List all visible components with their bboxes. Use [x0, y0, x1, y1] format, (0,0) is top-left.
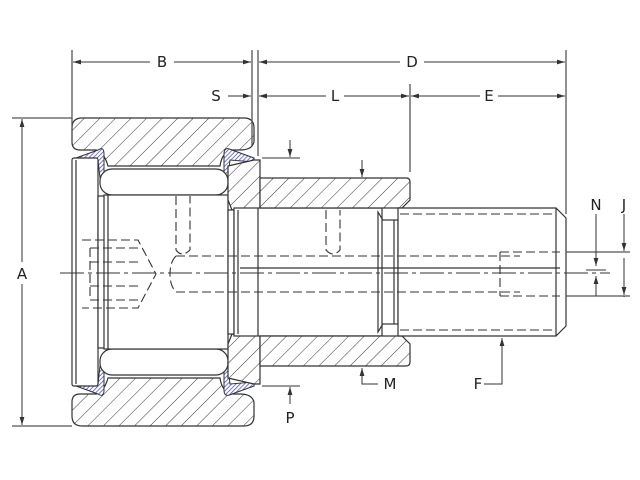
label-n: N [590, 196, 601, 214]
thrust-washer-top [227, 159, 261, 211]
head-flange [71, 157, 107, 387]
stud-head-body [103, 194, 229, 350]
threaded-stud [397, 207, 567, 337]
label-e: E [484, 87, 493, 105]
seals [75, 148, 255, 396]
label-m: M [384, 375, 397, 393]
label-p: P [285, 409, 294, 427]
label-l: L [331, 87, 340, 105]
thrust-washer-bottom [227, 333, 261, 385]
collar-bottom [259, 335, 411, 367]
seal-bottom-left [75, 365, 105, 396]
label-a: A [17, 265, 28, 283]
thrust-washer [227, 159, 261, 385]
label-j: J [621, 196, 626, 214]
label-f: F [474, 375, 483, 393]
outer-ring [71, 117, 255, 427]
collar-top [259, 177, 411, 209]
collar [259, 177, 411, 367]
shaft-shoulder [233, 207, 383, 337]
extension-lines [12, 50, 630, 427]
groove [377, 209, 399, 335]
seal-top-left [75, 148, 105, 179]
hidden-features [82, 196, 560, 309]
dim-f-leader [484, 338, 505, 385]
stud-thread-body [397, 207, 567, 337]
label-b: B [157, 53, 167, 71]
label-d: D [406, 53, 418, 71]
shaft [233, 207, 383, 337]
dim-m-leader [359, 368, 378, 385]
roller-bottom [99, 348, 229, 376]
dimension-labels: B D S L E A N J M F P [17, 53, 626, 427]
label-s: S [211, 87, 221, 105]
roller-top [99, 168, 229, 196]
dimension-lines [19, 59, 627, 425]
